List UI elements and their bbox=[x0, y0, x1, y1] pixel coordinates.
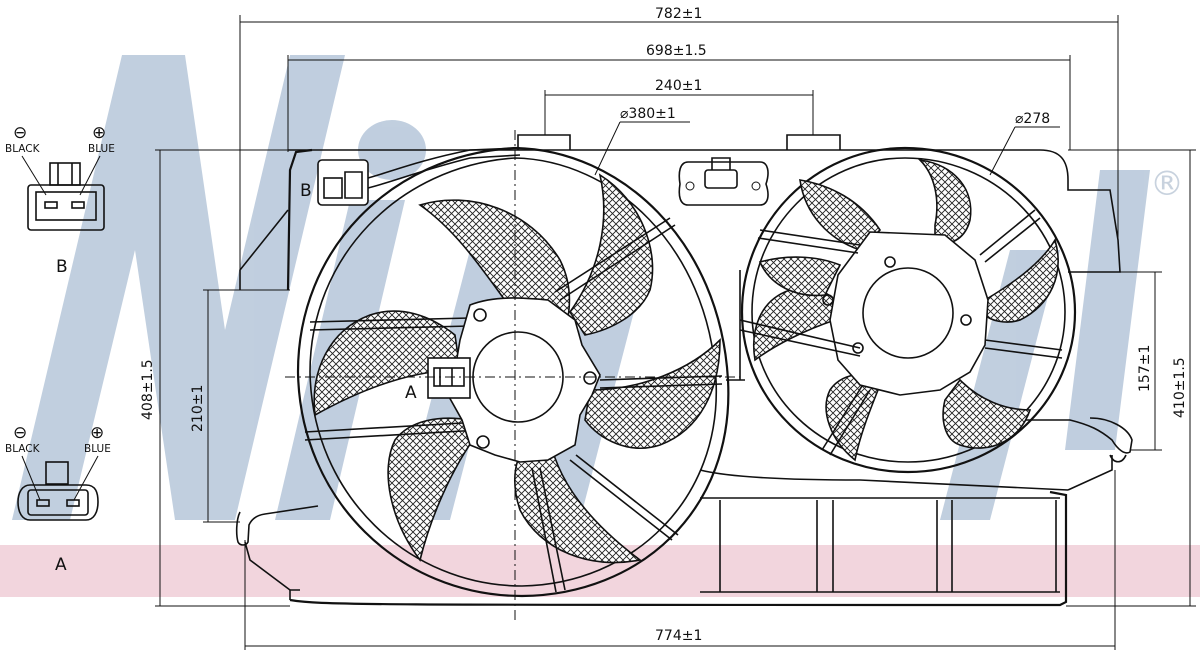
registered-mark: ® bbox=[1150, 164, 1184, 204]
connector-b-blue-label: BLUE bbox=[88, 143, 115, 155]
dim-big-fan-diameter: ⌀380±1 bbox=[620, 106, 676, 122]
callout-connector-a: A bbox=[405, 383, 417, 403]
callouts: B A bbox=[300, 181, 417, 403]
dim-height-157: 157±1 bbox=[1137, 345, 1153, 392]
dim-overall-width: 782±1 bbox=[655, 6, 702, 22]
connector-a-black-label: BLACK bbox=[5, 443, 41, 455]
large-fan bbox=[285, 130, 740, 620]
connector-a-letter: A bbox=[55, 555, 67, 575]
dim-overall-height-right: 410±1.5 bbox=[1172, 357, 1188, 418]
connector-a-minus-symbol: ⊖ bbox=[13, 423, 27, 443]
dim-overall-height-left: 408±1.5 bbox=[140, 359, 156, 420]
connector-a-blue-label: BLUE bbox=[84, 443, 111, 455]
callout-connector-b: B bbox=[300, 181, 312, 201]
connector-a-detail: ⊖ ⊕ BLACK BLUE A bbox=[5, 423, 111, 575]
connector-b-minus-symbol: ⊖ bbox=[13, 123, 27, 143]
connector-b-plus-symbol: ⊕ bbox=[92, 123, 106, 143]
small-fan bbox=[739, 146, 1077, 474]
connector-b-letter: B bbox=[56, 257, 68, 277]
dim-small-fan-diameter: ⌀278 bbox=[1015, 111, 1050, 127]
fan-shroud bbox=[235, 134, 1133, 607]
connector-a-plus-symbol: ⊕ bbox=[90, 423, 104, 443]
dimension-lines bbox=[155, 15, 1196, 650]
connector-b-detail: ⊖ ⊕ BLACK BLUE B bbox=[5, 123, 115, 277]
dim-fan-spacing: 240±1 bbox=[655, 78, 702, 94]
dimension-labels: 782±1 698±1.5 240±1 ⌀380±1 ⌀278 774±1 40… bbox=[140, 6, 1188, 644]
dim-bottom-width: 774±1 bbox=[655, 628, 702, 644]
dim-mount-width: 698±1.5 bbox=[646, 43, 707, 59]
dim-height-210: 210±1 bbox=[190, 385, 206, 432]
connector-b-black-label: BLACK bbox=[5, 143, 41, 155]
